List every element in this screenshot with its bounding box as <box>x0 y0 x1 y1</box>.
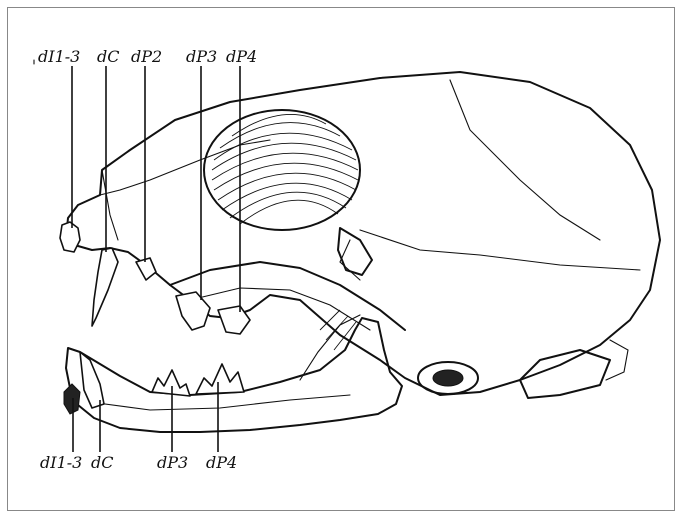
label-lower-dp3: dP3 <box>157 453 188 472</box>
nasal-line <box>100 140 270 195</box>
lower-teeth <box>64 352 244 414</box>
mandible-body-line <box>90 395 350 410</box>
ear-canal <box>433 370 463 386</box>
mandible-ramus <box>300 315 360 380</box>
orbit <box>204 110 360 230</box>
label-upper-di: dI1-3 <box>38 47 80 66</box>
upper-incisors <box>60 222 80 252</box>
suture-1 <box>450 80 600 240</box>
label-lower-dp4: dP4 <box>206 453 237 472</box>
upper-teeth <box>60 222 250 334</box>
cranium-outline <box>66 72 660 395</box>
label-upper-dp4: dP4 <box>226 47 257 66</box>
lower-dp3 <box>152 370 190 396</box>
suture-2 <box>360 230 640 270</box>
lower-dp4 <box>196 364 244 394</box>
label-lower-di: dI1-3 <box>40 453 82 472</box>
upper-labels: dI1-3 dC dP2 dP3 dP4 <box>38 47 257 66</box>
lower-incisors <box>64 384 80 414</box>
label-upper-dp3: dP3 <box>186 47 217 66</box>
upper-dp3 <box>176 292 210 330</box>
coronoid-hatch <box>320 310 356 350</box>
upper-canine <box>92 248 118 326</box>
lower-labels: dI1-3 dC dP3 dP4 <box>40 453 237 472</box>
skull-illustration <box>66 72 660 398</box>
muzzle-line <box>102 170 118 240</box>
mandible-outline <box>66 318 402 432</box>
lower-canine <box>80 352 104 408</box>
label-upper-dp2: dP2 <box>131 47 162 66</box>
label-upper-dc: dC <box>97 47 119 66</box>
postorbital-process <box>338 228 372 275</box>
upper-dp2 <box>136 258 156 280</box>
label-lower-dc: dC <box>91 453 113 472</box>
upper-dp4 <box>218 306 250 334</box>
